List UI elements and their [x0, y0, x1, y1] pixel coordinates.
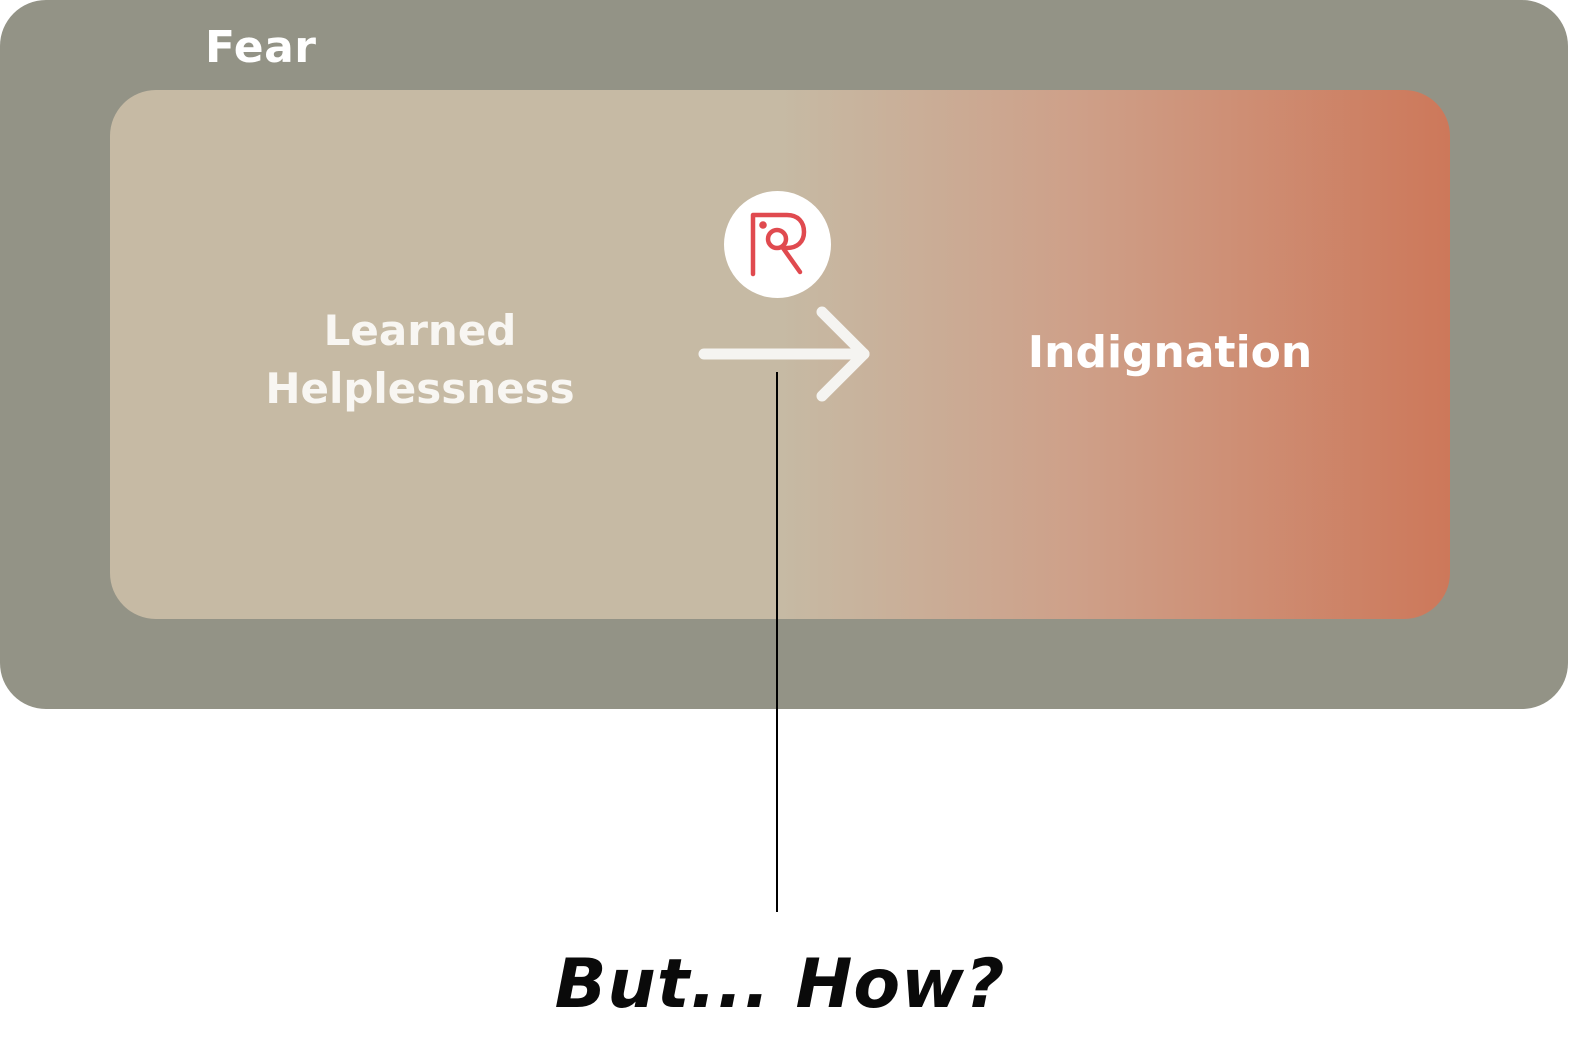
question-caption: But... How?: [554, 945, 1006, 1024]
logo-badge: [724, 191, 831, 298]
learned-helplessness-label: Learned Helplessness: [265, 306, 575, 413]
indignation-label: Indignation: [1027, 327, 1313, 378]
pr-logo-icon: [750, 212, 807, 277]
connector-line: [776, 372, 778, 912]
arrow-right-icon: [698, 306, 870, 402]
fear-label: Fear: [205, 22, 317, 73]
